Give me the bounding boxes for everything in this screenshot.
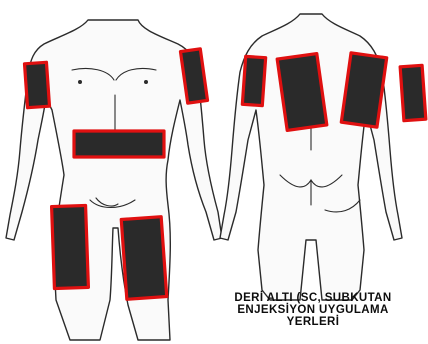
front-body-figure bbox=[6, 20, 222, 340]
caption-line-2: ENJEKSİYON UYGULAMA bbox=[193, 304, 428, 316]
site-front-right-upper-arm bbox=[24, 62, 49, 107]
back-body-figure bbox=[220, 14, 426, 300]
site-front-right-thigh bbox=[52, 205, 89, 288]
site-front-left-thigh bbox=[121, 217, 166, 300]
caption-line-1: DERİ ALTI (SC, SUBKUTAN bbox=[193, 292, 428, 304]
caption-line-3: YERLERİ bbox=[193, 316, 428, 328]
site-front-abdomen bbox=[74, 131, 164, 157]
caption-text: DERİ ALTI (SC, SUBKUTAN ENJEKSİYON UYGUL… bbox=[193, 292, 428, 328]
site-back-left-upper-arm bbox=[400, 65, 426, 120]
front-nipple-left bbox=[144, 80, 148, 84]
site-back-right-upper-back bbox=[277, 54, 327, 131]
site-back-left-upper-back bbox=[341, 53, 386, 127]
front-nipple-right bbox=[78, 80, 82, 84]
site-back-right-upper-arm bbox=[242, 56, 265, 105]
